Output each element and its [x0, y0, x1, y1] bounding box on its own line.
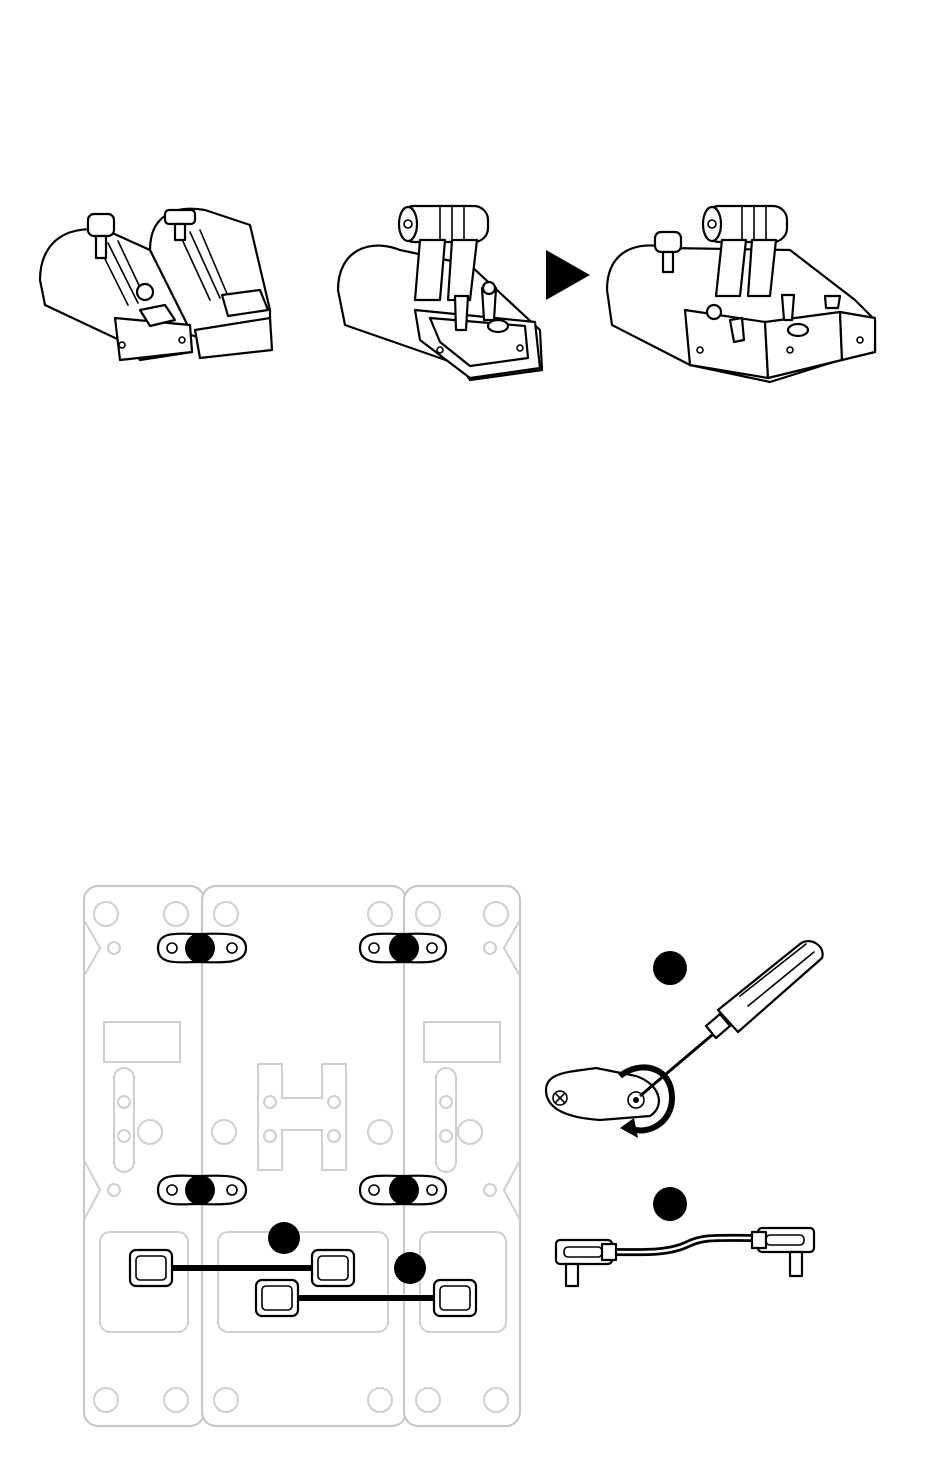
step-marker	[394, 1252, 426, 1284]
connecting-bracket-bottom-left	[158, 1175, 246, 1205]
throttle-quadrant	[338, 206, 542, 380]
step-marker	[653, 1187, 687, 1221]
right-triangle-arrow-icon	[546, 250, 590, 300]
connection-cable	[556, 1187, 814, 1286]
connecting-bracket-top-left	[158, 933, 246, 963]
side-modules-pair	[40, 209, 272, 360]
connecting-bracket-top-right	[360, 933, 446, 963]
bottom-illustration	[0, 870, 950, 1450]
connecting-bracket-bottom-right	[360, 1175, 446, 1205]
top-illustration	[0, 0, 950, 420]
step-marker	[268, 1222, 300, 1254]
underside-base-plates	[84, 886, 520, 1426]
assembled-quadrant	[607, 206, 875, 382]
step-marker	[653, 951, 687, 985]
screwdriver-fastening	[546, 941, 823, 1138]
